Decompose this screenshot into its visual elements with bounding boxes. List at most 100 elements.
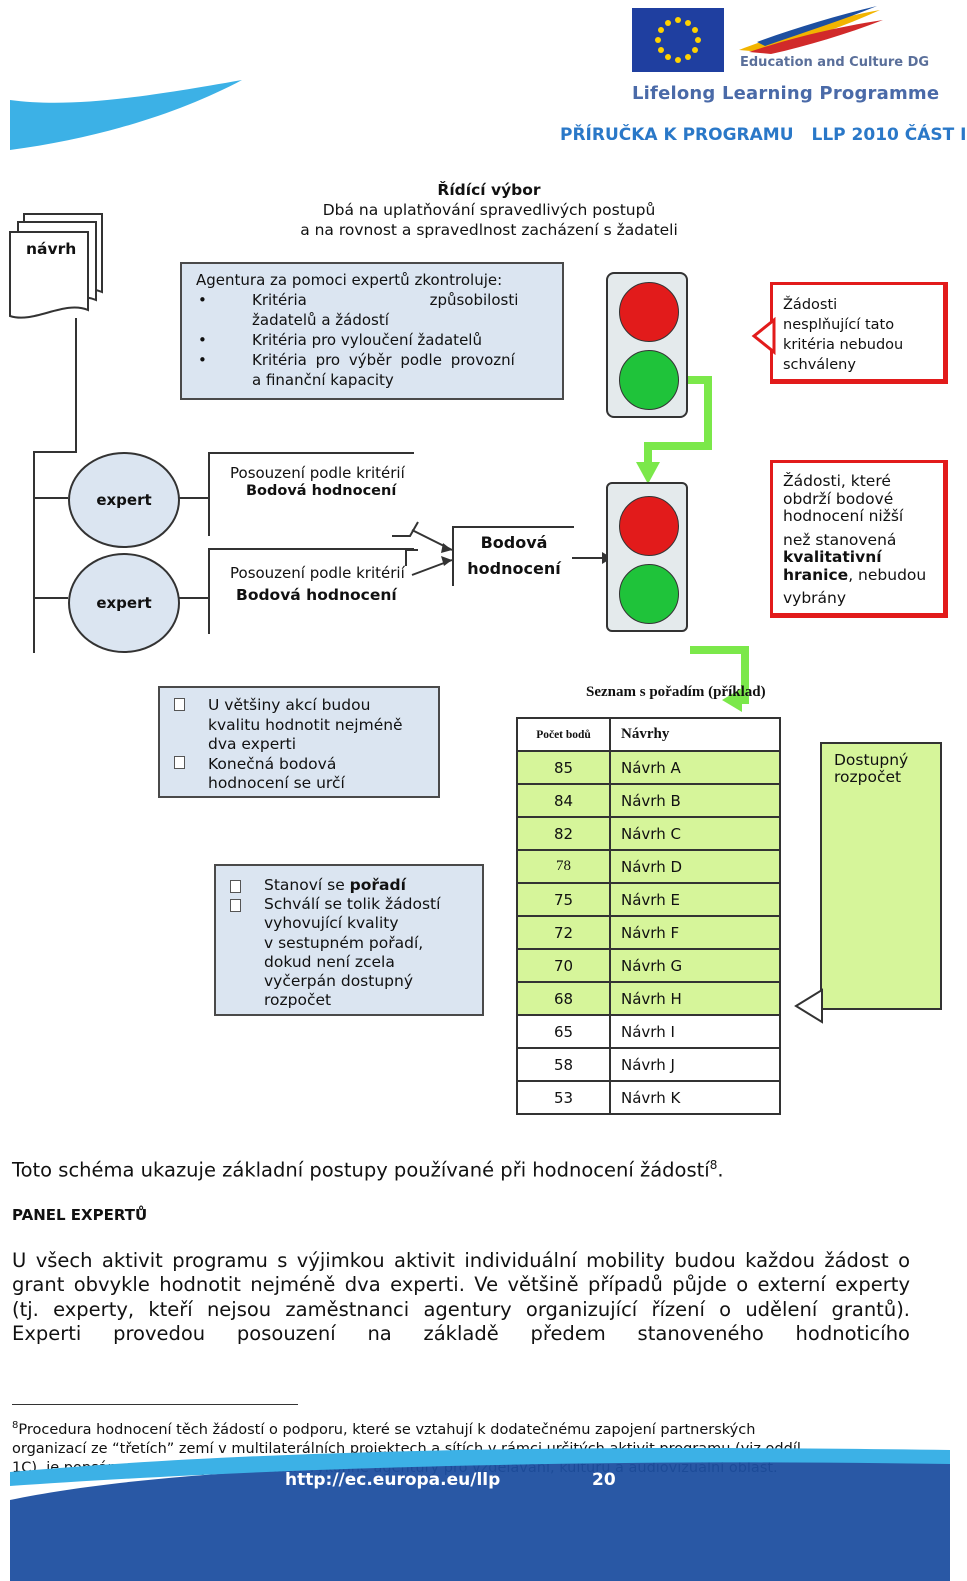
agency-item: • Kritéria způsobilosti žadatelů a žádos… [196,290,548,330]
threshold-line: vybrány [783,589,847,607]
info-box-experts: U většiny akcí budou kvalitu hodnotit ne… [158,686,440,798]
expert-1: expert [68,452,180,548]
rejected-note-line: nesplňující tato [783,317,895,333]
score-box: Bodová hodnocení [452,526,574,586]
ranking-proposal-name: Návrh G [609,948,781,983]
diagram-connectors [33,318,749,712]
ranking-proposal-name: Návrh E [609,882,781,917]
agency-item-text: Kritéria pro výběr podle provozní [252,351,515,369]
info-line: U většiny akcí budou [208,696,371,714]
bullet-icon: • [198,291,207,309]
info-line: hodnocení se určí [208,774,345,792]
footnote-text: Procedura hodnocení těch žádostí o podpo… [18,1421,756,1438]
info-line: vyhovující kvality [264,914,399,933]
header-wave-decoration [10,80,242,150]
threshold-line: než stanovená [783,530,897,549]
footnote-number: 8 [12,1420,19,1431]
ranking-score: 84 [516,783,611,818]
budget-label: rozpočet [834,768,902,786]
ranking-proposal-name: Návrh K [609,1080,781,1115]
info-text: Stanoví se [264,876,350,894]
guide-title: PŘÍRUČKA K PROGRAMU [560,125,794,145]
threshold-line: hodnocení nižší [783,507,904,525]
footnote-line: 8Procedura hodnocení těch žádostí o podp… [12,1416,912,1440]
committee-title: Řídící výbor [437,181,541,199]
checkbox-bullet-icon [230,880,241,893]
page-number: 20 [592,1470,616,1490]
committee-line-2: a na rovnost a spravedlnost zacházení s … [300,221,678,239]
rejected-note-line: Žádosti [783,297,838,313]
running-header: PŘÍRUČKA K PROGRAMU LLP 2010 ČÁST I [560,125,967,145]
footnote-divider [12,1404,298,1405]
committee-block: Řídící výbor Dbá na uplatňování spravedl… [240,180,738,240]
info-line: Konečná bodová [208,754,337,773]
page-curl-decoration [392,521,419,537]
green-light-icon [619,564,679,624]
dg-label: Education and Culture DG [740,55,930,70]
ranking-title-text: Seznam s pořadím (příklad) [586,684,766,700]
ranking-proposal-name: Návrh F [609,915,781,950]
assessment-1-score: Bodová hodnocení [246,483,397,499]
ranking-proposal-name: Návrh A [609,750,781,785]
info-line: Stanoví se pořadí [264,876,474,895]
proposal-label: návrh [26,240,77,258]
info-line: dva experti [208,735,297,753]
threshold-line: obdrží bodové [783,489,894,508]
agency-check-box: Agentura za pomoci expertů zkontroluje: … [180,262,564,400]
ranking-score: 58 [516,1047,611,1082]
agency-item-text: a finanční kapacity [252,371,394,389]
budget-box: Dostupný rozpočet [820,742,942,1010]
rejected-arrow-icon [751,316,776,356]
info-line: rozpočet [264,991,332,1010]
caption-text: Toto schéma ukazuje základní postupy pou… [12,1158,710,1182]
ranking-proposal-name: Návrh H [609,981,781,1016]
info-line: Schválí se tolik žádostí [264,895,441,914]
footer-url-link[interactable]: http://ec.europa.eu/llp [285,1470,501,1490]
checkbox-bullet-icon [230,899,241,912]
eu-flag-logo [632,8,724,72]
red-light-icon [619,282,679,342]
assessment-1-criteria: Posouzení podle kritérií [230,464,405,482]
info-line: kvalitu hodnotit nejméně [208,715,403,734]
threshold-after-bold: , nebudou [848,565,927,584]
caption-footnote-ref: 8 [709,1158,718,1172]
bullet-icon: • [198,351,207,369]
diagram-caption: Toto schéma ukazuje základní postupy pou… [12,1158,724,1182]
guide-part: LLP 2010 ČÁST I [811,125,967,145]
score-box-line: hodnocení [467,559,561,578]
ranking-score: 65 [516,1014,611,1049]
rejected-note: Žádosti nesplňující tato kritéria nebudo… [770,282,948,384]
ranking-proposal-name: Návrh J [609,1047,781,1082]
name-column-header: Návrhy [609,717,781,752]
budget-label: Dostupný [834,751,909,769]
ranking-score: 72 [516,915,611,950]
threshold-line: Žádosti, které [783,472,891,490]
info-box-ranking: Stanoví se pořadí Schválí se tolik žádos… [214,864,484,1016]
assessment-2-criteria: Posouzení podle kritérií [230,564,405,582]
footer-wave-decoration [10,1448,950,1581]
ranking-proposal-name: Návrh B [609,783,781,818]
red-light-icon [619,496,679,556]
ranking-score: 53 [516,1080,611,1115]
info-line: v sestupném pořadí, [264,933,424,952]
ranking-score: 70 [516,948,611,983]
assessment-box-1: Posouzení podle kritérií Bodová hodnocen… [208,452,414,536]
score-column-header: Počet bodů [516,717,611,752]
assessment-box-2: Posouzení podle kritérií Bodová hodnocen… [208,548,414,634]
assessment-2-score: Bodová hodnocení [236,586,397,604]
ranking-score: 82 [516,816,611,851]
ranking-score: 68 [516,981,611,1016]
ranking-header-row: Počet bodů Návrhy [516,717,781,752]
paragraph-line: U všech aktivit programu s výjimkou akti… [12,1249,910,1272]
ranking-proposal-name: Návrh C [609,816,781,851]
